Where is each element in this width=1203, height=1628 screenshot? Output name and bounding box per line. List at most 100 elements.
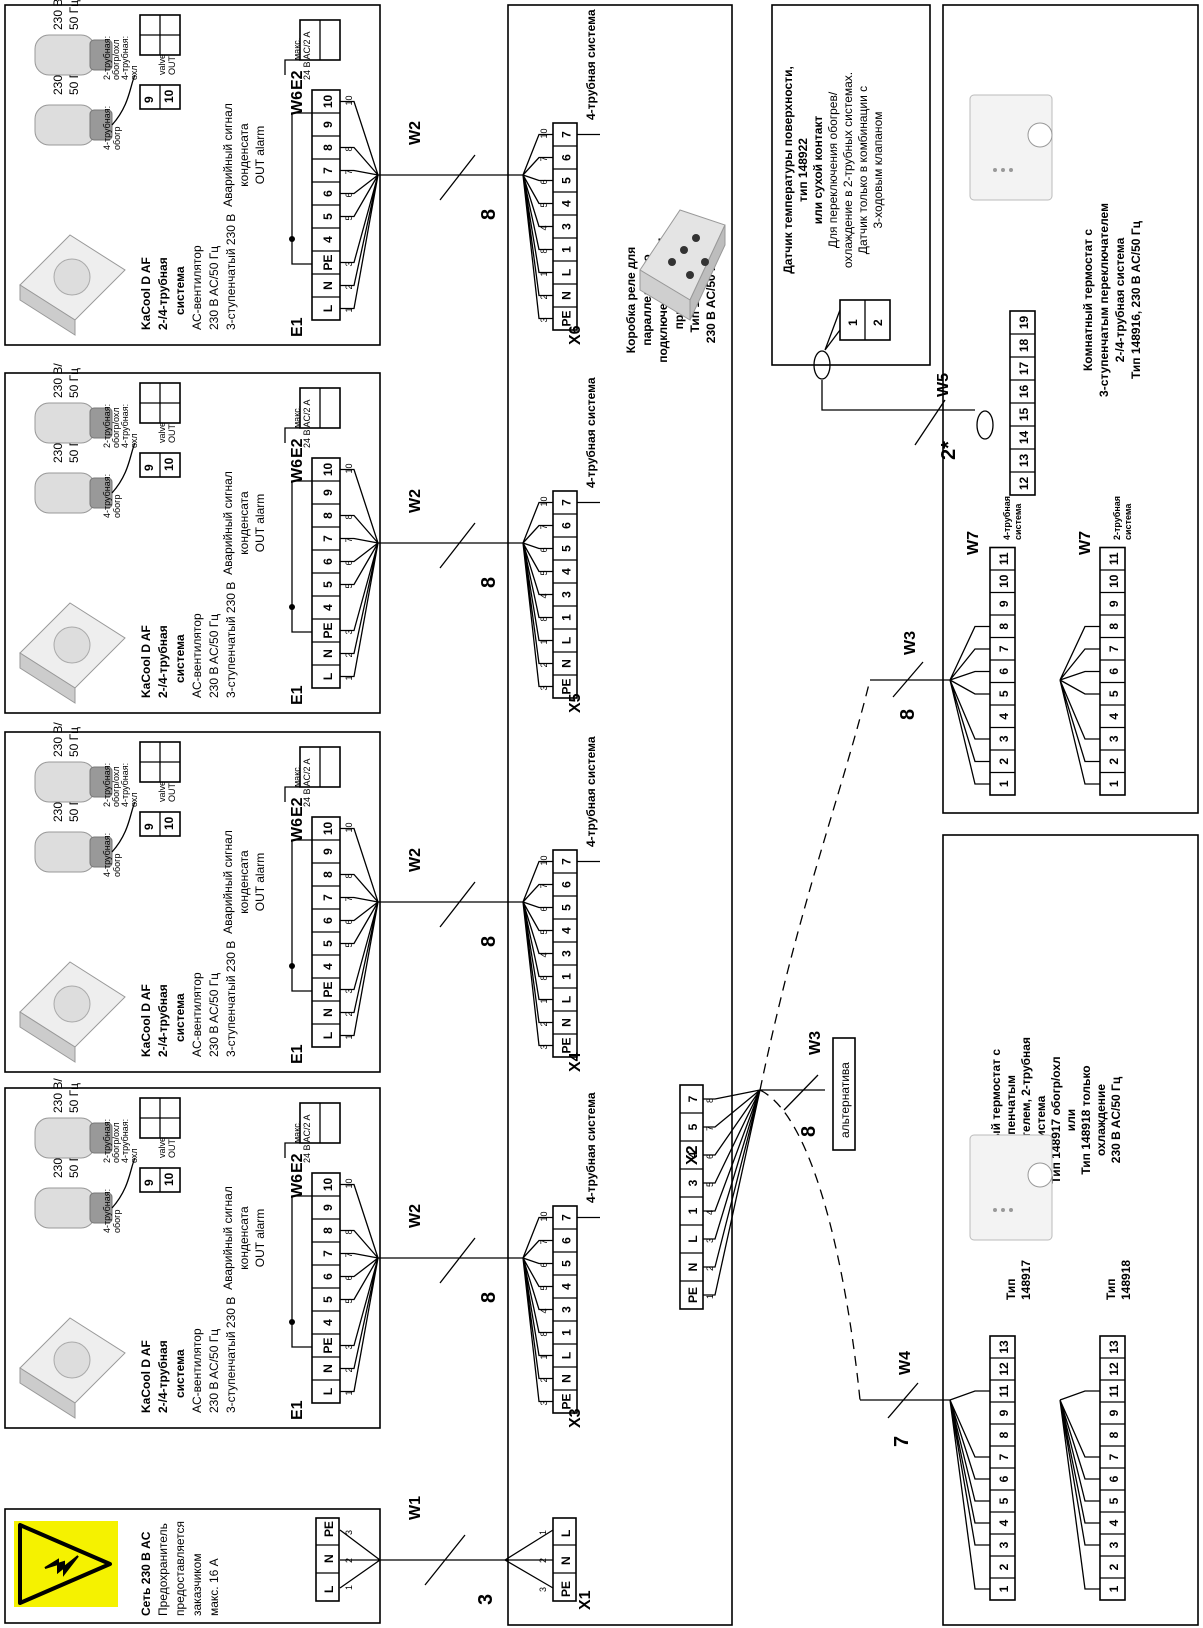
fan-coil-image [19,602,126,704]
valve2-freq: 50 Гц [67,368,81,398]
fan-coil-desc: AC-вентилятор [190,245,204,330]
mains-terminal-n: N [322,1554,336,1563]
relay-terminal-cell: 4 [559,200,573,207]
mains-line-4: макс. 16 A [207,1558,221,1616]
w2-label: W2 [407,1204,424,1228]
relay-wire-mark: 8 [539,1331,549,1336]
valve2-sub: 4-трубная: [120,36,130,80]
x2-label: X2 [684,1145,701,1165]
x2-wire-mark: 2 [705,1266,715,1271]
thermo-b-148918-terminal-cell: 5 [1107,1497,1121,1504]
e1-wire-mark: 2 [344,284,354,289]
two-pipe-line-2: система [1123,503,1133,540]
four-pipe-label: 4-трубная система [584,9,598,120]
relay-wire-mark: 8 [539,616,549,621]
valve1-sub: 4-трубная: [102,1189,112,1233]
valve2-voltage: 230 B/ [51,1078,65,1113]
fan-coil-subtitle-2: система [173,634,187,683]
e1-terminal-cell: 8 [321,512,335,519]
thermostat-a-image [969,94,1053,201]
e1-terminal-cell: 6 [321,558,335,565]
relay-wire-mark: 2 [539,662,549,667]
valve2-sub: 4-трубная: [120,763,130,807]
x2-terminal: 5 [686,1123,700,1130]
e1-terminal-cell: 6 [321,1273,335,1280]
valve2-sub: 4-трубная: [120,404,130,448]
relay-wire-mark: 2 [539,294,549,299]
valve1-terminal: 9 [142,1179,156,1186]
valve-actuator-2 [34,1117,113,1159]
alarm-label: конденсата [237,491,251,555]
thermo-b-148917-terminal-cell: 2 [997,1563,1011,1570]
e1-terminal-cell: 8 [321,871,335,878]
relay-wire-mark: 3 [539,685,549,690]
w3-count-thermo: 8 [897,709,919,720]
relay-terminal-cell: 7 [559,499,573,506]
relay-wire-mark: 6 [539,179,549,184]
e1-terminal-cell: 5 [321,1296,335,1303]
e1-terminal-cell: 7 [321,1250,335,1257]
four-pipe-label: 4-трубная система [584,377,598,488]
thermo-b-148917-terminal-cell: 11 [997,1384,1011,1397]
thermo-a-sensor-terminal-cell: 19 [1017,316,1031,330]
valve2-sub: 4-трубная: [120,1119,130,1163]
relay-wire-mark: 7 [539,1239,549,1244]
thermo-b-148917-terminal-cell: 8 [997,1431,1011,1438]
valve2-voltage: 230 B/ [51,363,65,398]
fan-coil-desc: 230 B AC/50 Гц [207,246,221,330]
w2-tick [439,154,476,201]
sensor-bold-2: тип 148922 [796,138,810,202]
type2-line-2: 148918 [1119,1260,1133,1300]
mains-line-2: предоставляется [173,1521,187,1616]
valve1-terminal: 10 [162,89,176,103]
w4-label: W4 [897,1351,914,1375]
e1-wire-mark: 10 [344,95,354,105]
thermo-a-sensor-terminal-cell: 15 [1017,408,1031,422]
e1-terminal-cell: 4 [321,963,335,970]
relay-terminal-cell: 6 [559,154,573,161]
valve-out-label: OUT [167,783,177,803]
thermo-a-2pipe-terminal-cell: 8 [1107,623,1121,630]
thermo-b-148917-terminal-cell: 4 [997,1519,1011,1526]
valve-out-label: valve [157,422,167,443]
e1-wire-mark: 1 [344,307,354,312]
thermo-b-148918-terminal-cell: 12 [1107,1362,1121,1376]
w2-tick [439,1237,476,1284]
relay-terminal-cell: L [559,996,573,1003]
thermostat-b-panel: Комнатный термостат с 3-ступенчатым пере… [942,834,1199,1626]
alarm-max: макс. [292,406,302,428]
w1-label: W1 [407,1496,424,1520]
fan-coil-subtitle-2: система [173,266,187,315]
e1-wire-mark: 8 [344,873,354,878]
w3-label-thermo: W3 [902,631,919,655]
e2-label: E2 [289,797,306,817]
fan-coil-desc: AC-вентилятор [190,1328,204,1413]
alarm-max: макс. [292,1121,302,1143]
w2-label: W2 [407,848,424,872]
relay-wire-mark: 7 [539,524,549,529]
relay-terminal-cell: 3 [559,223,573,230]
e1-bridge [291,480,312,633]
x2-wire-mark: 5 [705,1182,715,1187]
relay-terminal-cell: 6 [559,1237,573,1244]
w2-count: 8 [478,209,500,220]
e1-terminal-cell: 7 [321,535,335,542]
thermo-b-148917-fan [949,1390,990,1590]
relay-terminal-cell: 6 [559,522,573,529]
e1-junction [289,963,295,969]
relay-terminal-cell: L [559,637,573,644]
mains-mark-3: 3 [344,1530,354,1535]
thermo-b-148917-terminal-cell: 5 [997,1497,1011,1504]
thermo-a-4pipe-terminal-cell: 1 [997,780,1011,787]
valve-out-label: OUT [167,1139,177,1159]
alarm-label: OUT alarm [253,853,267,911]
e1-terminal-cell: 7 [321,894,335,901]
relay-terminal-cell: N [559,291,573,300]
thermo-a-4pipe-terminal-cell: 9 [997,600,1011,607]
alternative-box [832,1037,856,1151]
w4-tick [887,1382,919,1419]
relay-wire-mark: 4 [539,1308,549,1313]
valve2-freq: 50 Гц [67,0,81,30]
relay-terminal-cell: 5 [559,545,573,552]
